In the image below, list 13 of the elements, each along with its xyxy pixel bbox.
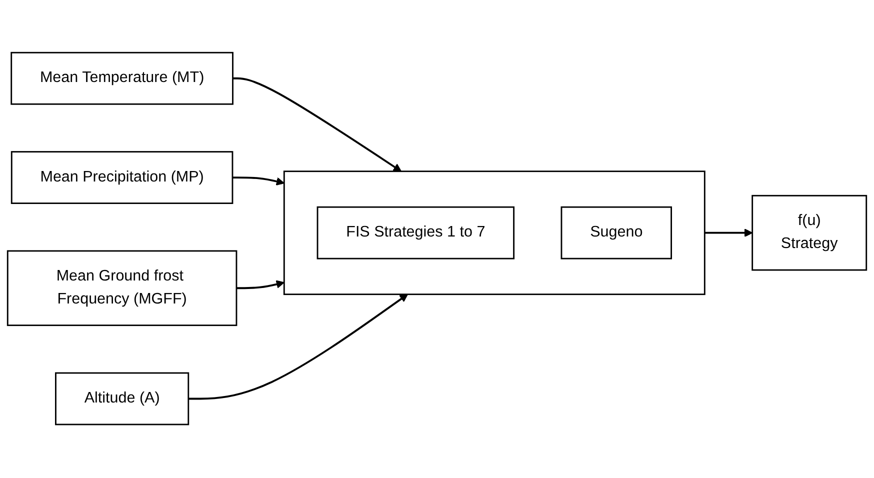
- node-box: Mean Temperature (MT): [10, 52, 234, 106]
- node-box: Altitude (A): [55, 372, 190, 426]
- arrow: [188, 294, 408, 400]
- node-box: Sugeno: [560, 206, 672, 260]
- node-box: Mean Precipitation (MP): [10, 152, 234, 204]
- arrow: [232, 177, 285, 186]
- node-box: f(u) Strategy: [752, 195, 868, 272]
- node-box: FIS Strategies 1 to 7: [316, 206, 515, 260]
- arrow: [232, 78, 402, 172]
- arrow: [236, 280, 285, 290]
- cluster: [283, 171, 706, 296]
- node-box: Mean Ground frost Frequency (MGFF): [6, 250, 238, 326]
- arrow: [704, 229, 753, 238]
